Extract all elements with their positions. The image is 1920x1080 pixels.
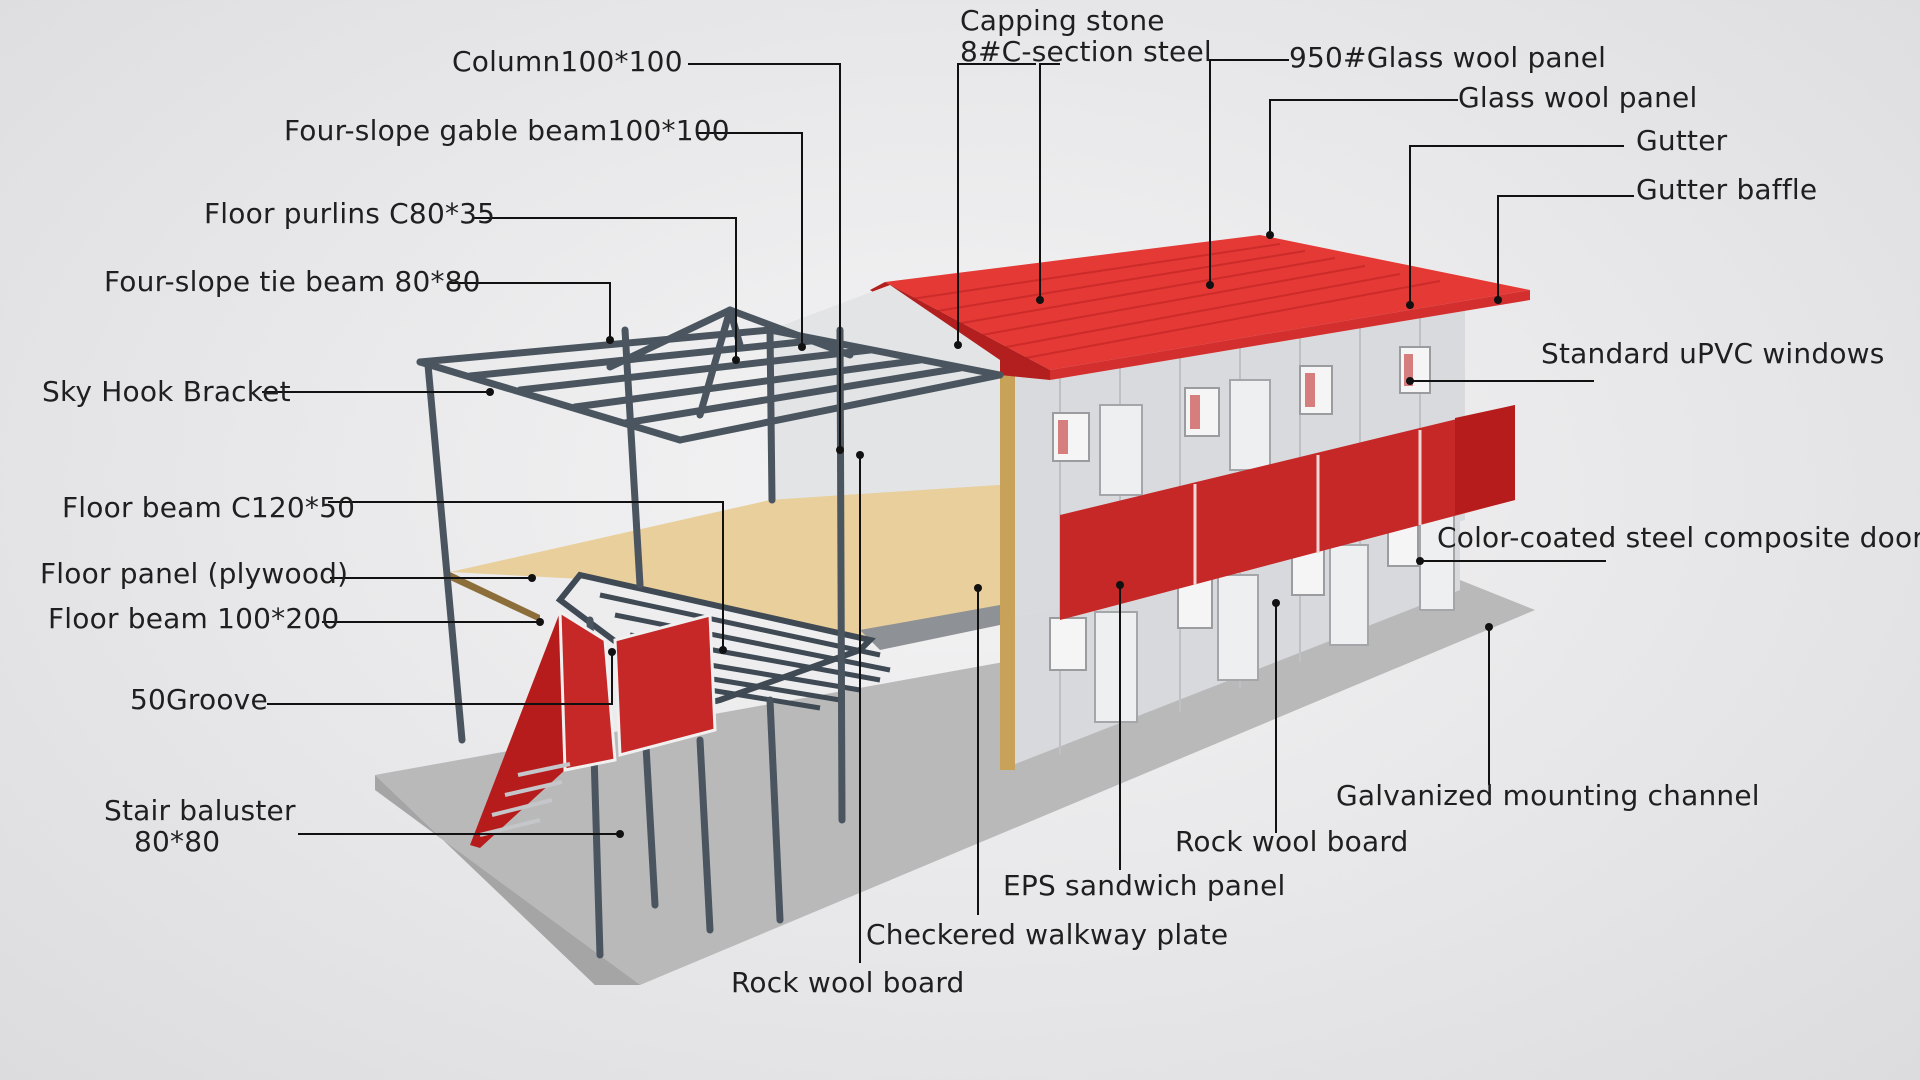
label-rock-wool-bottom: Rock wool board <box>731 966 965 999</box>
label-rock-wool-right: Rock wool board <box>1175 825 1409 858</box>
steel-frame <box>416 306 1004 959</box>
stair-side-panel <box>558 609 617 772</box>
floor-deck <box>450 485 1000 640</box>
stair-stringer <box>470 612 565 848</box>
label-eps-panel: EPS sandwich panel <box>1003 869 1286 902</box>
label-stair-baluster-1: Stair baluster <box>104 794 296 827</box>
doors-upper <box>1099 379 1271 496</box>
ground-slab <box>375 580 1535 985</box>
stair-treads <box>479 762 571 837</box>
label-gable-beam: Four-slope gable beam100*100 <box>284 114 730 147</box>
window-reflections <box>1058 354 1413 454</box>
roof-gutter <box>1050 290 1530 380</box>
leader-dots <box>486 231 1502 838</box>
label-floor-panel: Floor panel (plywood) <box>40 557 349 590</box>
stair-landing-panel <box>613 613 717 757</box>
label-tie-beam: Four-slope tie beam 80*80 <box>104 265 481 298</box>
balcony-panel-seams <box>1193 430 1422 585</box>
label-checkered-plate: Checkered walkway plate <box>866 918 1229 951</box>
balcony-side <box>1455 405 1515 515</box>
roof-ribs <box>904 243 1441 361</box>
balcony-panels <box>1060 405 1515 620</box>
label-groove: 50Groove <box>130 683 268 716</box>
label-floor-purlins: Floor purlins C80*35 <box>204 197 496 230</box>
label-sky-hook: Sky Hook Bracket <box>42 375 291 408</box>
floor-deck-edge <box>450 572 540 622</box>
label-gutter-baffle: Gutter baffle <box>1636 173 1818 206</box>
floor-frame <box>555 571 876 709</box>
label-floor-beam-c120: Floor beam C120*50 <box>62 491 356 524</box>
label-door: Color-coated steel composite door <box>1437 521 1920 554</box>
label-capping-stone: Capping stone <box>960 4 1165 37</box>
label-c-section: 8#C-section steel <box>960 35 1212 68</box>
leader-lines <box>262 59 1634 963</box>
label-column: Column100*100 <box>452 45 683 78</box>
building-end-wall <box>1000 355 1015 770</box>
label-windows: Standard uPVC windows <box>1541 337 1885 370</box>
label-glass-wool: Glass wool panel <box>1458 81 1698 114</box>
checkered-plate <box>860 605 1000 650</box>
doors-lower <box>1094 514 1455 723</box>
label-floor-beam-100: Floor beam 100*200 <box>48 602 340 635</box>
label-stair-baluster-2: 80*80 <box>134 825 221 858</box>
label-glass-wool-950: 950#Glass wool panel <box>1289 41 1607 74</box>
label-gutter: Gutter <box>1636 124 1728 157</box>
roof <box>885 235 1530 370</box>
label-mounting-channel: Galvanized mounting channel <box>1336 779 1760 812</box>
